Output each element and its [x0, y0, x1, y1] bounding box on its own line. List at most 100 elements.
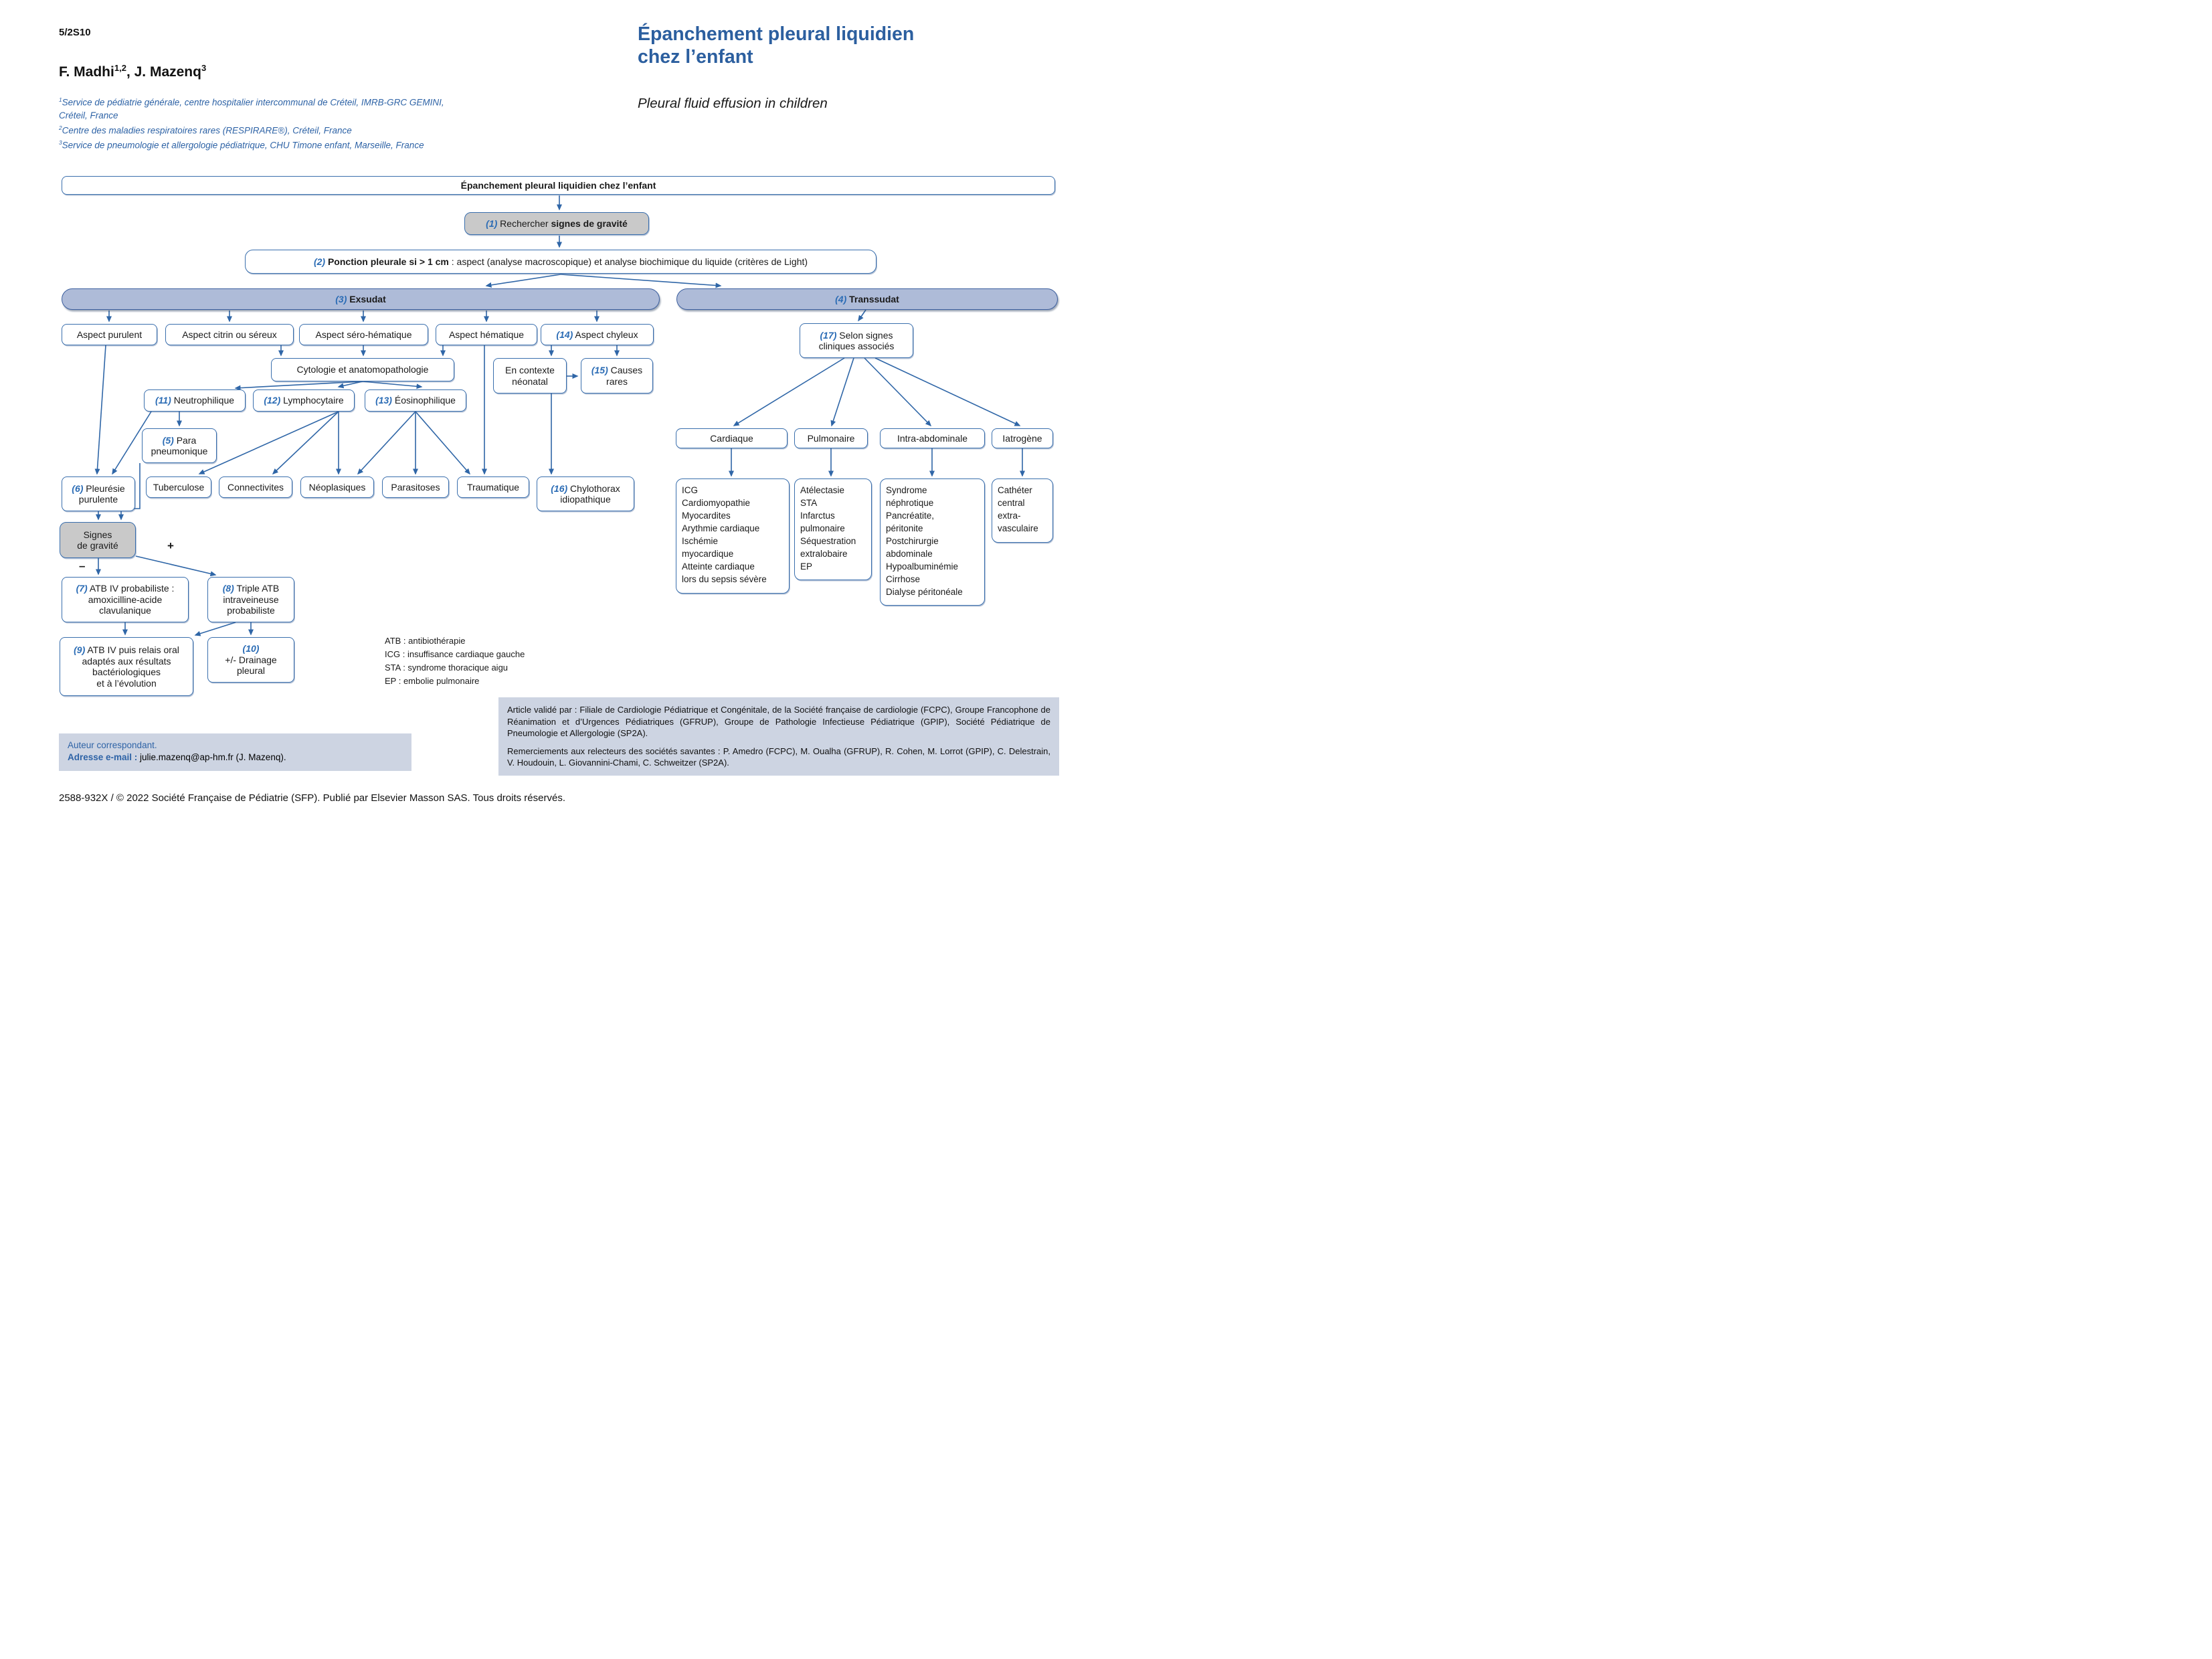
- node-6-number: (6): [72, 483, 84, 494]
- arrow: [874, 357, 1021, 426]
- article-title-english: Pleural fluid effusion in children: [638, 96, 828, 111]
- node-cytologie-label: Cytologie et anatomopathologie: [296, 364, 429, 375]
- node-14-label: Aspect chyleux: [573, 329, 638, 340]
- node-contexte-neonatal: En contexte néonatal: [493, 358, 567, 394]
- node-8-triple-atb: (8) Triple ATB intraveineuse probabilist…: [207, 577, 294, 622]
- node-7-number: (7): [76, 583, 88, 594]
- list-iatrogene-items: Cathéter central extra- vasculaire: [998, 485, 1038, 533]
- node-1-rechercher-gravite: (1) Rechercher signes de gravité: [464, 212, 649, 235]
- authors-line: F. Madhi1,2, J. Mazenq3: [59, 63, 206, 80]
- arrow: [135, 555, 217, 577]
- node-16-label: Chylothorax idiopathique: [560, 483, 620, 505]
- node-intra-abdominale-label: Intra-abdominale: [897, 432, 968, 444]
- node-15-causes-rares: (15) Causes rares: [581, 358, 653, 394]
- correspondence-box: Auteur correspondant. Adresse e-mail : j…: [59, 733, 411, 771]
- node-2-bold-text: Ponction pleurale si > 1 cm: [325, 256, 449, 267]
- node-1-bold-text: signes de gravité: [551, 217, 628, 229]
- validation-note: Article validé par : Filiale de Cardiolo…: [498, 697, 1059, 776]
- node-1-text: Rechercher: [497, 217, 551, 229]
- node-8-number: (8): [222, 583, 234, 594]
- node-15-label: Causes rares: [606, 365, 643, 387]
- node-12-label: Lymphocytaire: [280, 395, 344, 406]
- validation-paragraph-2: Remerciements aux relecteurs des société…: [507, 746, 1050, 768]
- node-aspect-purulent: Aspect purulent: [62, 324, 157, 345]
- node-12-lymphocytaire: (12) Lymphocytaire: [253, 389, 355, 412]
- node-parasitoses: Parasitoses: [382, 476, 449, 498]
- node-17-selon-signes: (17) Selon signes cliniques associés: [800, 323, 913, 358]
- node-neoplasiques-label: Néoplasiques: [308, 481, 366, 493]
- node-iatrogene-label: Iatrogène: [1002, 432, 1042, 444]
- list-cardiaque-items: ICG Cardiomyopathie Myocardites Arythmie…: [682, 485, 767, 584]
- node-4-number: (4): [835, 293, 847, 304]
- arrow: [357, 411, 416, 475]
- node-10-number: (10): [242, 643, 260, 654]
- node-1-number: (1): [486, 217, 498, 229]
- affiliation-3-text: Service de pneumologie et allergologie p…: [62, 140, 424, 151]
- node-11-label: Neutrophilique: [171, 395, 235, 406]
- author-1: F. Madhi: [59, 64, 114, 80]
- node-tuberculose: Tuberculose: [146, 476, 211, 498]
- node-13-number: (13): [375, 395, 392, 406]
- node-cardiaque-label: Cardiaque: [710, 432, 753, 444]
- journal-page: 5/2S10 F. Madhi1,2, J. Mazenq3 1Service …: [0, 0, 1106, 830]
- email-value: julie.mazenq@ap-hm.fr (J. Mazenq).: [137, 752, 286, 762]
- correspondence-email-line: Adresse e-mail : julie.mazenq@ap-hm.fr (…: [68, 752, 403, 764]
- node-9-label: ATB IV puis relais oral adaptés aux résu…: [82, 644, 179, 689]
- author-2-superscript: 3: [201, 63, 207, 73]
- affiliations: 1Service de pédiatrie générale, centre h…: [59, 94, 527, 152]
- node-tuberculose-label: Tuberculose: [153, 481, 205, 493]
- node-5-number: (5): [162, 434, 174, 446]
- list-cardiaque: ICG Cardiomyopathie Myocardites Arythmie…: [676, 478, 790, 594]
- node-10-drainage-pleural: (10) +/- Drainage pleural: [207, 637, 294, 683]
- arrow: [485, 274, 561, 288]
- arrow: [864, 357, 932, 427]
- list-iatrogene: Cathéter central extra- vasculaire: [992, 478, 1053, 543]
- node-traumatique: Traumatique: [457, 476, 529, 498]
- author-2: , J. Mazenq: [126, 64, 201, 80]
- node-3-exsudat: (3) Exsudat: [62, 288, 660, 310]
- plus-label: +: [167, 539, 174, 552]
- node-5-para-pneumonique: (5) Para pneumonique: [142, 428, 217, 463]
- node-aspect-hematique-label: Aspect hématique: [448, 329, 525, 340]
- node-16-chylothorax-idiopathique: (16) Chylothorax idiopathique: [537, 476, 634, 511]
- node-13-eosinophilique: (13) Éosinophilique: [365, 389, 466, 412]
- node-2-ponction-pleurale: (2) Ponction pleurale si > 1 cm : aspect…: [245, 250, 877, 274]
- node-aspect-sero-label: Aspect séro-hématique: [315, 329, 412, 340]
- node-4-transsudat: (4) Transsudat: [676, 288, 1058, 310]
- node-intra-abdominale: Intra-abdominale: [880, 428, 985, 448]
- node-neoplasiques: Néoplasiques: [300, 476, 374, 498]
- affiliation-2: 2Centre des maladies respiratoires rares…: [59, 122, 527, 137]
- node-14-number: (14): [556, 329, 573, 340]
- minus-label: –: [79, 559, 86, 572]
- node-4-label: Transsudat: [846, 293, 899, 304]
- node-17-label: Selon signes cliniques associés: [818, 329, 895, 352]
- node-9-relais-oral: (9) ATB IV puis relais oral adaptés aux …: [60, 637, 193, 696]
- node-aspect-sero-hematique: Aspect séro-hématique: [299, 324, 428, 345]
- node-2-text: : aspect (analyse macroscopique) et anal…: [448, 256, 808, 267]
- article-title-french: Épanchement pleural liquidien chez l’enf…: [638, 23, 915, 68]
- node-traumatique-label: Traumatique: [466, 481, 520, 493]
- arrow: [858, 309, 866, 322]
- node-13-label: Éosinophilique: [391, 395, 456, 406]
- affiliation-1-superscript: 1: [59, 96, 62, 103]
- node-6-pleuresie-purulente: (6) Pleurésie purulente: [62, 476, 135, 511]
- arrow: [194, 622, 236, 636]
- list-pulmonaire-items: Atélectasie STA Infarctus pulmonaire Séq…: [800, 485, 856, 572]
- issn-line: 2588-932X / © 2022 Société Française de …: [59, 792, 565, 804]
- node-pulmonaire-label: Pulmonaire: [807, 432, 855, 444]
- node-signes-gravite: Signes de gravité: [60, 522, 136, 558]
- validation-paragraph-1: Article validé par : Filiale de Cardiolo…: [507, 705, 1050, 738]
- node-7-atb-iv-probabiliste: (7) ATB IV probabiliste : amoxicilline-a…: [62, 577, 189, 622]
- arrow: [272, 411, 339, 475]
- node-aspect-hematique: Aspect hématique: [436, 324, 537, 345]
- node-3-number: (3): [335, 293, 347, 304]
- arrow: [94, 345, 106, 475]
- node-5-label: Para pneumonique: [151, 434, 208, 457]
- node-contexte-label: En contexte néonatal: [505, 365, 555, 387]
- affiliation-1-text: Service de pédiatrie générale, centre ho…: [59, 97, 444, 120]
- node-10-label: +/- Drainage pleural: [225, 654, 277, 677]
- list-intra-abdominale: Syndrome néphrotique Pancréatite, périto…: [880, 478, 985, 606]
- page-code: 5/2S10: [59, 27, 91, 38]
- node-parasitoses-label: Parasitoses: [391, 481, 440, 493]
- node-11-number: (11): [155, 395, 171, 406]
